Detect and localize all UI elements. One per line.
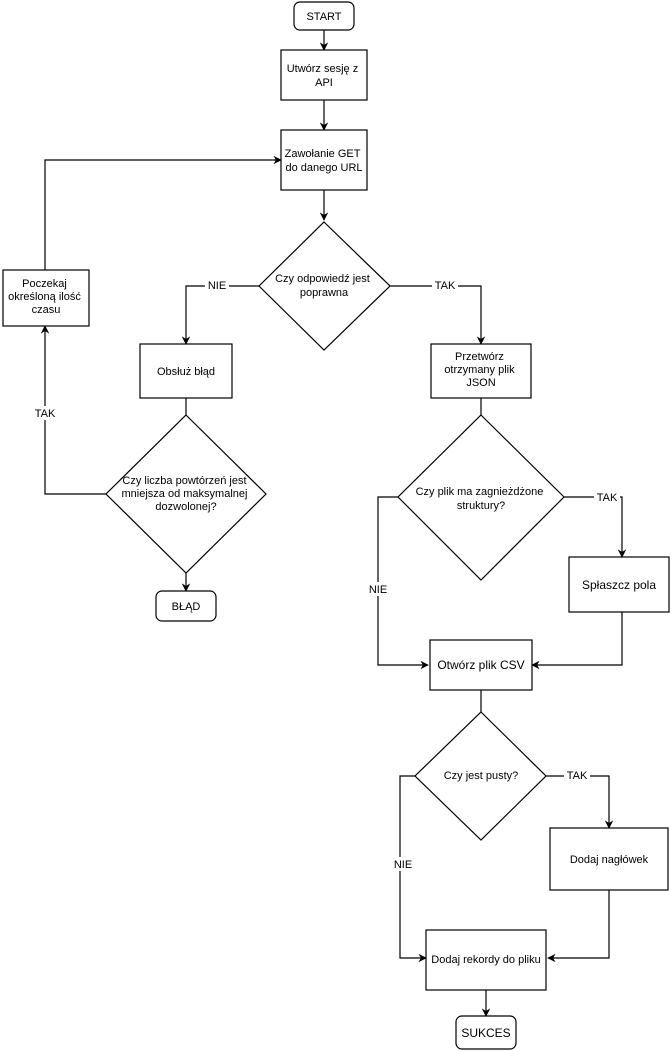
edge-nested-yes [564, 496, 627, 558]
edge-response-no [181, 285, 259, 345]
edge-empty-yes [546, 775, 614, 829]
response-decision-label: Czy odpowiedź jest poprawna [275, 273, 373, 299]
wait-label: Poczekaj określoną ilość czasu [8, 278, 84, 316]
empty-decision [414, 711, 547, 841]
success-label: SUKCES [461, 1026, 510, 1040]
handle-error-box [139, 343, 233, 399]
create-session-label: Utwórz sesję z API [287, 63, 362, 89]
nested-decision-label: Czy plik ma zagnieżdżone struktury? [416, 486, 547, 512]
get-call-label: Zawołanie GET do danego URL [285, 148, 364, 174]
edge-label-empty-yes: TAK [567, 770, 588, 782]
edge-label-response-yes: TAK [435, 280, 456, 292]
create-session-box [280, 49, 368, 101]
edge-label-retry-yes: TAK [35, 408, 56, 420]
edge-flatten-to-csv [531, 612, 623, 670]
empty-decision-label: Czy jest pusty? [444, 770, 519, 782]
process-json-box [430, 343, 532, 399]
retry-decision [105, 414, 267, 574]
edge-nested-no [377, 496, 429, 670]
edge-label-nested-no: NIE [369, 584, 387, 596]
edge-response-yes [390, 285, 486, 345]
add-header-box [549, 827, 669, 891]
error-terminal [155, 590, 217, 622]
edge-wait-to-get [44, 155, 282, 270]
wait-box [2, 269, 90, 327]
edge-retry-yes [40, 325, 106, 495]
open-csv-label: Otwórz plik CSV [437, 658, 524, 672]
edge-header-to-records [547, 890, 610, 963]
add-records-label: Dodaj rekordy do pliku [431, 954, 540, 966]
success-terminal [455, 1015, 517, 1050]
retry-decision-label: Czy liczba powtórzeń jest mniejsza od ma… [122, 475, 251, 513]
add-records-box [425, 929, 547, 991]
handle-error-label: Obsłuż błąd [157, 366, 215, 378]
get-call-box [280, 129, 368, 191]
start-label: START [306, 11, 341, 23]
edge-label-empty-no: NIE [394, 859, 412, 871]
start-terminal [293, 1, 355, 31]
edge-label-response-no: NIE [208, 280, 226, 292]
error-label: BŁĄD [172, 601, 201, 613]
open-csv-box [429, 639, 533, 691]
response-decision [258, 221, 391, 351]
process-json-label: Przetwórz otrzymany plik JSON [444, 351, 517, 389]
edge-label-nested-yes: TAK [597, 492, 618, 504]
flatten-box [568, 556, 670, 613]
flatten-label: Spłaszcz pola [582, 578, 656, 592]
nested-decision [397, 414, 565, 581]
add-header-label: Dodaj nagłówek [570, 854, 649, 866]
